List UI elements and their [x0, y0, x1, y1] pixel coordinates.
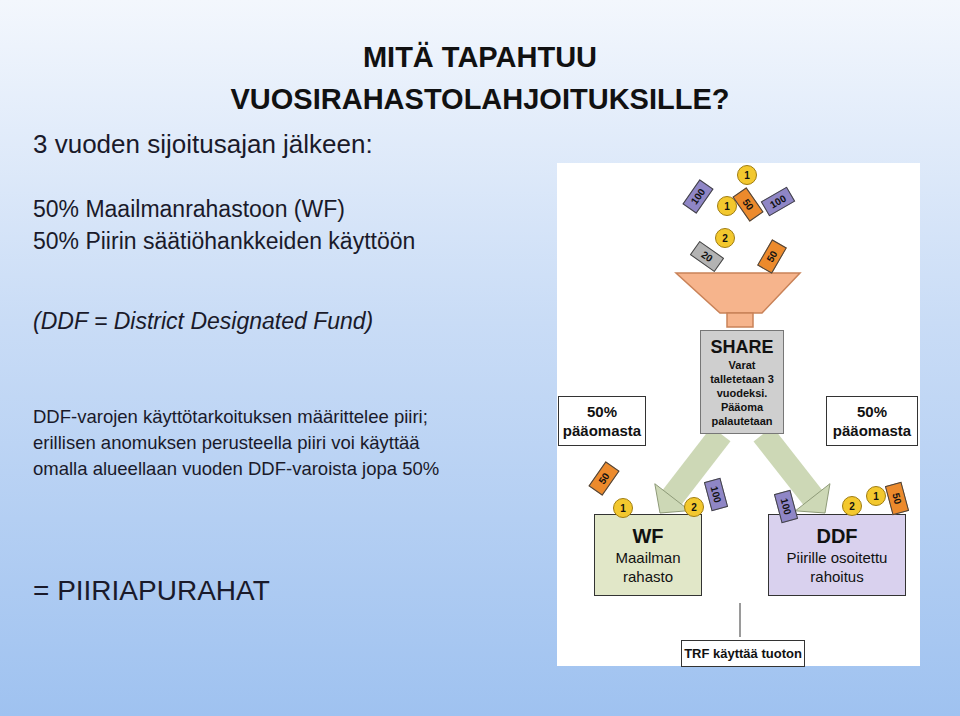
box-heading: SHARE: [710, 337, 773, 358]
coin: 2: [842, 496, 862, 516]
bullet-text: 50% Maailmanrahastoon (WF): [33, 194, 533, 224]
box-heading: WF: [632, 525, 663, 548]
box-body: Piirille osoitettu rahoitus: [773, 548, 901, 586]
process-box: DDFPiirille osoitettu rahoitus: [768, 514, 906, 596]
box-body: Maailman rahasto: [599, 548, 697, 586]
box-heading: DDF: [816, 525, 857, 548]
box-body: Varat talletetaan 3 vuodeksi. Pääoma pal…: [704, 358, 780, 428]
process-box: SHAREVarat talletetaan 3 vuodeksi. Pääom…: [700, 330, 784, 434]
coin: 1: [866, 486, 886, 506]
bullet-text: DDF-varojen käyttötarkoituksen määrittel…: [33, 404, 463, 482]
flow-arrow: [763, 434, 830, 513]
box-heading: TRF käyttää tuoton: [684, 645, 802, 662]
process-box: TRF käyttää tuoton: [681, 640, 805, 667]
box-heading: 50% pääomasta: [562, 402, 642, 440]
slide-title: MITÄ TAPAHTUU VUOSIRAHASTOLAHJOITUKSILLE…: [180, 36, 780, 120]
process-box: 50% pääomasta: [826, 396, 918, 446]
bullet-text: 3 vuoden sijoitusajan jälkeen:: [33, 128, 593, 160]
coin: 2: [684, 497, 704, 517]
coin: 1: [613, 498, 633, 518]
process-box: 50% pääomasta: [558, 396, 646, 446]
box-heading: 50% pääomasta: [830, 402, 914, 440]
emphasis-text: = PIIRIAPURAHAT: [33, 574, 433, 608]
coin: 1: [737, 165, 757, 185]
process-box: WFMaailman rahasto: [594, 514, 702, 596]
arrow-head: [795, 484, 830, 513]
bullet-text: (DDF = District Designated Fund): [33, 306, 533, 336]
bullet-text: 50% Piirin säätiöhankkeiden käyttöön: [33, 226, 443, 256]
coin: 2: [715, 228, 735, 248]
